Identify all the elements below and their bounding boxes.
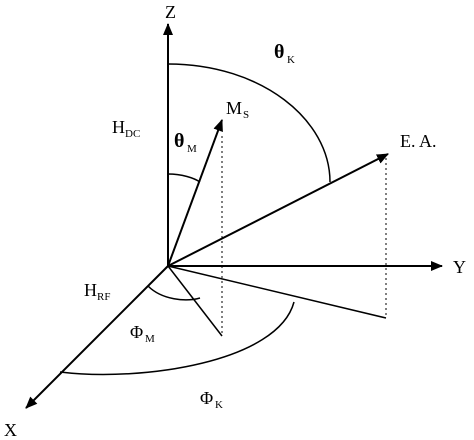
ea-xy-projection	[167, 265, 387, 319]
ms-label: M S	[226, 98, 249, 121]
svg-text:K: K	[287, 54, 295, 66]
phi-k-arc	[59, 301, 295, 376]
theta-k-label: θ K	[274, 41, 295, 66]
ms-vector	[167, 119, 223, 267]
x-axis	[25, 265, 169, 409]
svg-text:θ: θ	[274, 41, 284, 63]
h-dc-label: H DC	[112, 117, 140, 140]
svg-text:DC: DC	[125, 128, 140, 140]
svg-text:M: M	[226, 98, 242, 118]
svg-text:M: M	[145, 333, 155, 345]
svg-text:θ: θ	[174, 130, 184, 152]
svg-text:M: M	[187, 143, 197, 155]
h-rf-label: H RF	[84, 280, 110, 303]
theta-k-arc	[167, 63, 331, 183]
phi-m-label: Φ M	[130, 322, 155, 345]
svg-text:H: H	[84, 280, 97, 300]
easy-axis-vector	[167, 153, 389, 267]
theta-m-arc	[167, 173, 201, 183]
x-axis-label: X	[4, 420, 17, 440]
svg-text:Φ: Φ	[130, 322, 143, 342]
theta-m-label: θ M	[174, 130, 197, 155]
svg-text:S: S	[243, 109, 249, 121]
easy-axis-label: E. A.	[400, 131, 437, 151]
z-axis-label: Z	[165, 2, 176, 22]
phi-m-arc	[147, 285, 201, 301]
phi-k-label: Φ K	[200, 388, 223, 411]
svg-text:H: H	[112, 117, 125, 137]
svg-text:K: K	[215, 399, 223, 411]
y-axis-label: Y	[453, 257, 466, 277]
ms-xy-projection	[167, 265, 223, 337]
svg-text:Φ: Φ	[200, 388, 213, 408]
svg-text:RF: RF	[97, 291, 110, 303]
